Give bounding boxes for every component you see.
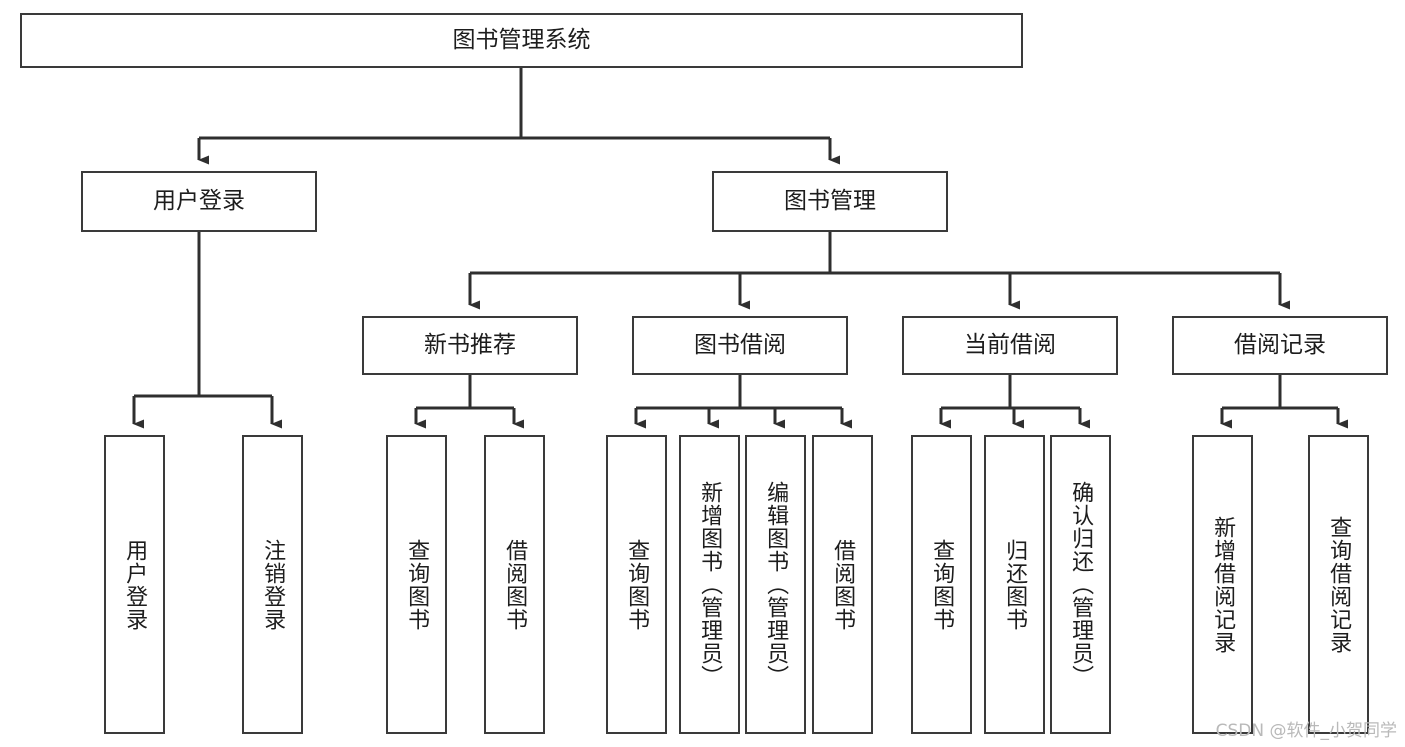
node-leaf-user-login[interactable]: 用户登录 bbox=[104, 435, 165, 734]
node-user-login[interactable]: 用户登录 bbox=[81, 171, 317, 232]
node-leaf-add-borrow-record[interactable]: 新增借阅记录 bbox=[1192, 435, 1253, 734]
node-label: 借阅图书 bbox=[502, 538, 528, 631]
node-new-book-recommend[interactable]: 新书推荐 bbox=[362, 316, 578, 375]
node-root-book-management-system[interactable]: 图书管理系统 bbox=[20, 13, 1023, 68]
node-borrow-record[interactable]: 借阅记录 bbox=[1172, 316, 1388, 375]
node-leaf-add-book-admin[interactable]: 新增图书（管理员） bbox=[679, 435, 740, 734]
node-leaf-borrow-book-2[interactable]: 借阅图书 bbox=[812, 435, 873, 734]
node-label: 编辑图书（管理员） bbox=[763, 481, 789, 688]
node-label: 新增借阅记录 bbox=[1210, 515, 1236, 654]
node-label: 图书管理系统 bbox=[452, 26, 591, 53]
node-label: 图书管理 bbox=[784, 187, 876, 214]
node-leaf-query-book-2[interactable]: 查询图书 bbox=[606, 435, 667, 734]
node-leaf-edit-book-admin[interactable]: 编辑图书（管理员） bbox=[745, 435, 806, 734]
node-current-borrow[interactable]: 当前借阅 bbox=[902, 316, 1118, 375]
node-label: 当前借阅 bbox=[964, 331, 1056, 358]
node-leaf-query-book-1[interactable]: 查询图书 bbox=[386, 435, 447, 734]
node-label: 查询图书 bbox=[929, 538, 955, 631]
node-leaf-query-borrow-record[interactable]: 查询借阅记录 bbox=[1308, 435, 1369, 734]
node-leaf-confirm-return-admin[interactable]: 确认归还（管理员） bbox=[1050, 435, 1111, 734]
node-label: 新书推荐 bbox=[424, 331, 516, 358]
node-label: 借阅图书 bbox=[830, 538, 856, 631]
node-label: 用户登录 bbox=[153, 187, 245, 214]
node-leaf-query-book-3[interactable]: 查询图书 bbox=[911, 435, 972, 734]
node-label: 归还图书 bbox=[1002, 538, 1028, 631]
node-label: 用户登录 bbox=[122, 538, 148, 631]
node-leaf-return-book[interactable]: 归还图书 bbox=[984, 435, 1045, 734]
node-label: 查询图书 bbox=[624, 538, 650, 631]
node-label: 图书借阅 bbox=[694, 331, 786, 358]
node-label: 查询图书 bbox=[404, 538, 430, 631]
node-book-borrow[interactable]: 图书借阅 bbox=[632, 316, 848, 375]
node-label: 借阅记录 bbox=[1234, 331, 1326, 358]
node-label: 确认归还（管理员） bbox=[1068, 481, 1094, 688]
node-label: 查询借阅记录 bbox=[1326, 515, 1352, 654]
node-leaf-logout[interactable]: 注销登录 bbox=[242, 435, 303, 734]
node-label: 新增图书（管理员） bbox=[697, 481, 723, 688]
csdn-watermark: CSDN @软件_小贺同学 bbox=[1215, 721, 1397, 741]
node-book-manage[interactable]: 图书管理 bbox=[712, 171, 948, 232]
node-leaf-borrow-book-1[interactable]: 借阅图书 bbox=[484, 435, 545, 734]
node-label: 注销登录 bbox=[260, 538, 286, 631]
